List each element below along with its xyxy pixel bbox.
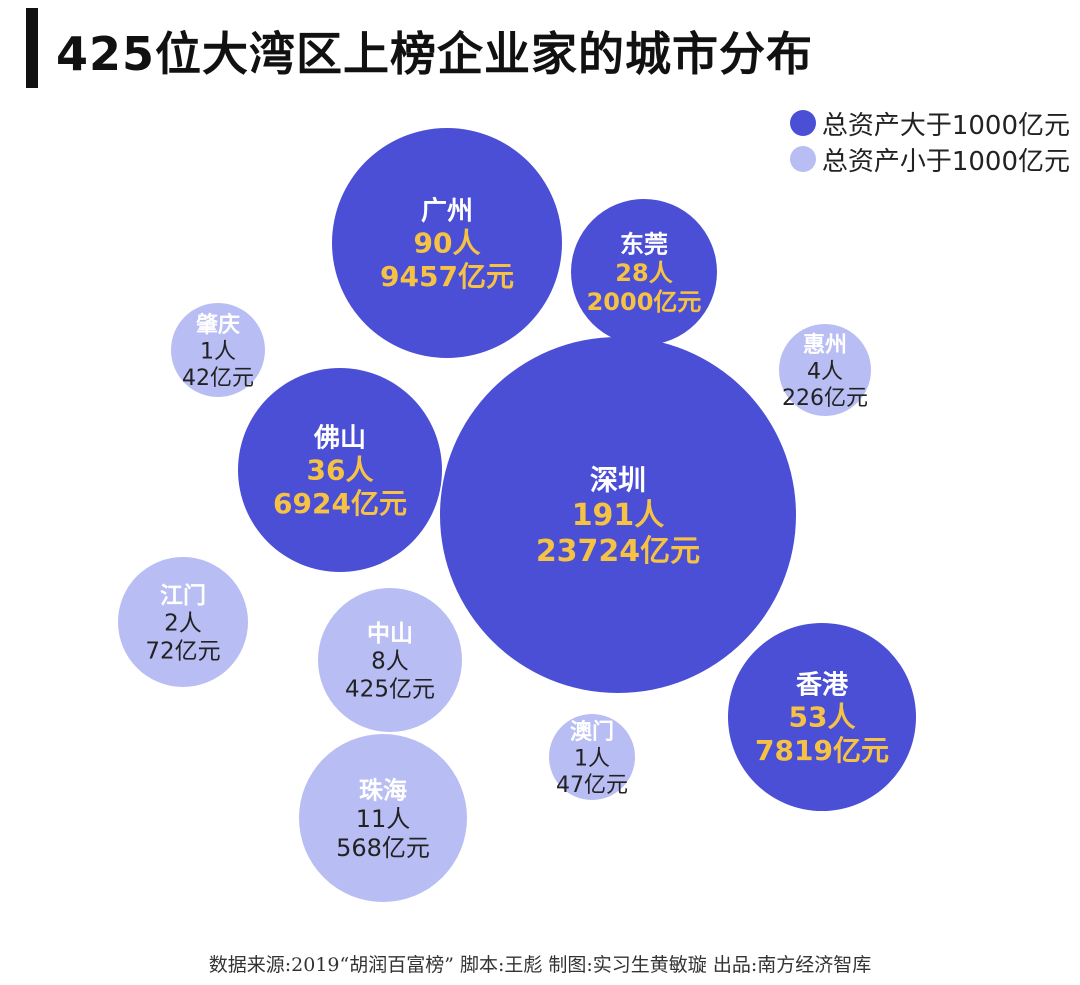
bubble-circle <box>238 368 442 572</box>
legend-item-small: 总资产小于1000亿元 <box>789 141 1070 177</box>
bubble-assets-label: 72亿元 <box>145 638 220 664</box>
legend-dot-large <box>789 110 816 136</box>
legend-label-large: 总资产大于1000亿元 <box>821 110 1070 141</box>
bubble-people-label: 1人 <box>574 746 610 771</box>
bubble-assets-label: 23724亿元 <box>536 534 700 569</box>
bubble-people-label: 11人 <box>356 805 411 833</box>
bubble-city-label: 肇庆 <box>196 312 240 338</box>
legend-dot-small <box>789 146 816 172</box>
legend-item-large: 总资产大于1000亿元 <box>789 105 1070 141</box>
bubble-people-label: 191人 <box>572 498 665 533</box>
bubble-people-label: 1人 <box>200 339 236 364</box>
bubble-circle <box>171 303 265 397</box>
bubble-assets-label: 9457亿元 <box>380 260 514 293</box>
bubble-city-label: 江门 <box>160 582 206 609</box>
bubble-circle <box>571 199 717 345</box>
bubble-city-label: 香港 <box>796 670 849 700</box>
bubble-city-label: 惠州 <box>803 333 847 358</box>
bubble-people-label: 36人 <box>307 453 374 486</box>
bubble-people-label: 53人 <box>789 700 856 733</box>
bubble-city-label: 珠海 <box>359 776 407 804</box>
bubble-assets-label: 42亿元 <box>182 366 254 391</box>
bubble-assets-label: 6924亿元 <box>273 487 407 520</box>
bubble-assets-label: 568亿元 <box>336 834 430 862</box>
title-accent-bar <box>26 8 38 88</box>
bubble-city-label: 深圳 <box>590 464 646 497</box>
legend-label-small: 总资产小于1000亿元 <box>821 146 1070 177</box>
bubble-assets-label: 7819亿元 <box>755 734 889 767</box>
bubble-assets-label: 226亿元 <box>782 386 868 411</box>
legend: 总资产大于1000亿元 总资产小于1000亿元 <box>789 105 1070 177</box>
bubble-people-label: 4人 <box>807 359 843 384</box>
bubble-circle <box>299 734 467 902</box>
bubble-circle <box>549 714 635 800</box>
footer-source: 数据来源:2019“胡润百富榜” 脚本:王彪 制图:实习生黄敏璇 出品:南方经济… <box>208 954 872 976</box>
bubble-circle <box>440 337 796 693</box>
bubble-circle <box>332 128 562 358</box>
bubble-people-label: 8人 <box>371 649 409 675</box>
bubble-city-label: 佛山 <box>313 423 366 453</box>
bubble-circle <box>779 324 871 416</box>
chart-title: 425位大湾区上榜企业家的城市分布 <box>56 27 814 81</box>
bubble-people-label: 28人 <box>615 259 672 287</box>
bubble-circle <box>318 588 462 732</box>
bubble-city-label: 广州 <box>421 196 473 226</box>
bubble-city-label: 中山 <box>367 621 413 647</box>
bubble-city-label: 东莞 <box>620 230 668 258</box>
bubble-assets-label: 2000亿元 <box>587 288 702 316</box>
bubble-assets-label: 425亿元 <box>345 676 435 702</box>
bubble-city-label: 澳门 <box>570 719 614 745</box>
bubble-people-label: 90人 <box>414 226 481 259</box>
bubble-circle <box>728 623 916 811</box>
bubble-assets-label: 47亿元 <box>556 773 628 798</box>
bubble-circle <box>118 557 248 687</box>
bubble-people-label: 2人 <box>164 611 202 637</box>
